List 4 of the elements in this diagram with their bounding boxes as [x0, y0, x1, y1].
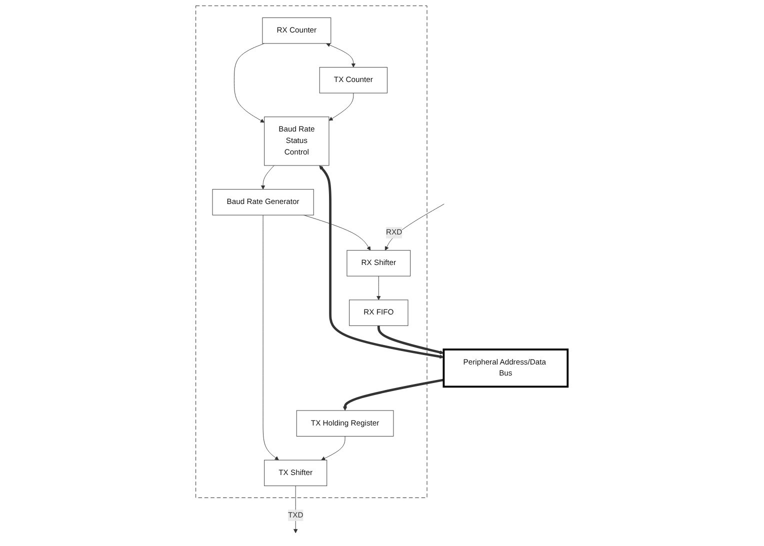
cluster — [196, 6, 428, 498]
arrow — [319, 165, 444, 359]
arrow — [343, 378, 444, 411]
arrow — [378, 326, 444, 354]
